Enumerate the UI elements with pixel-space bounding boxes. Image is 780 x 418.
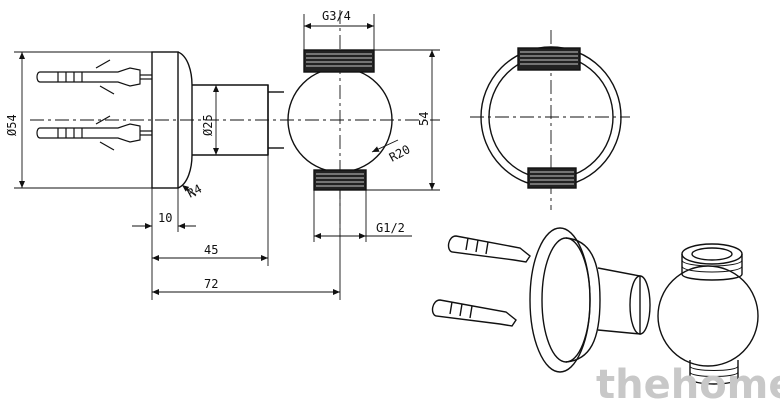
iso-anchor-top — [447, 235, 531, 263]
side-view — [30, 10, 440, 230]
watermark-text: thehome — [596, 362, 780, 408]
front-view — [470, 30, 630, 210]
dim-thread-top: G3/4 — [322, 9, 351, 23]
top-thread — [303, 49, 375, 73]
dim-flange-diameter: Ø54 — [5, 114, 19, 136]
iso-ball — [657, 265, 759, 367]
wall-anchor-bottom — [36, 115, 152, 151]
front-thread-bottom — [527, 167, 577, 189]
dim-thread-bottom: G1/2 — [376, 221, 405, 235]
dim-body-diameter: Ø25 — [201, 114, 215, 136]
dim-radius-fillet: R4 — [185, 182, 204, 201]
dim-radius-ball: R20 — [387, 142, 413, 165]
iso-anchor-bottom — [431, 299, 517, 327]
bottom-thread — [313, 169, 367, 191]
isometric-view — [431, 227, 759, 385]
wall-flange — [151, 51, 179, 189]
flange-boss — [177, 51, 193, 189]
iso-flange — [529, 227, 591, 373]
dim-length-10: 10 — [158, 211, 172, 225]
dim-height: 54 — [417, 112, 431, 126]
front-thread-top — [517, 47, 581, 71]
wall-anchor-top — [36, 59, 152, 95]
iso-top-nut — [681, 243, 743, 265]
iso-bottom-nut — [689, 360, 739, 385]
dim-length-45: 45 — [204, 243, 218, 257]
dim-length-72: 72 — [204, 277, 218, 291]
dimension-lines — [14, 14, 440, 300]
